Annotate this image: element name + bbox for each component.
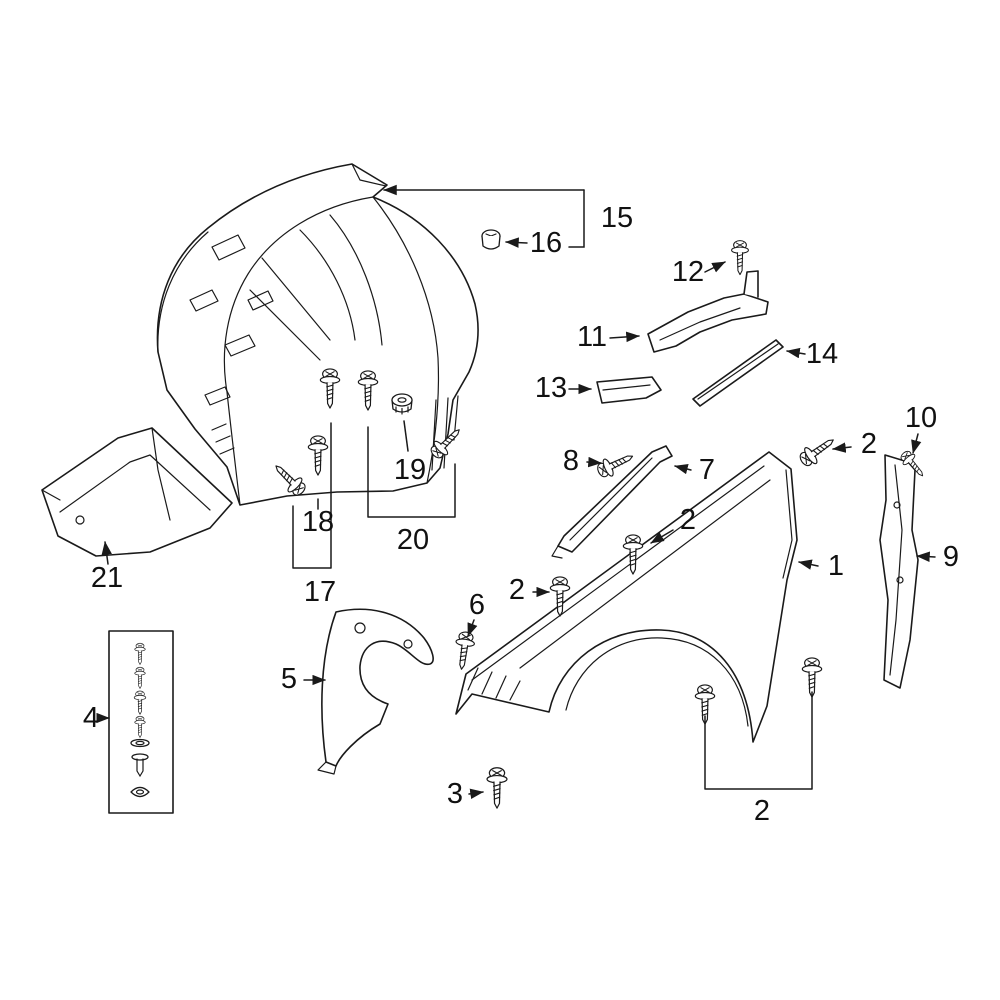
callout-label-7: 7 xyxy=(699,454,715,486)
callout-label-12: 12 xyxy=(672,256,704,288)
callout-label-19: 19 xyxy=(394,454,426,486)
callout-label-9: 9 xyxy=(943,541,959,573)
callout-label-1: 1 xyxy=(828,550,844,582)
callout-lines xyxy=(96,184,936,800)
kit-clip-nut-icon xyxy=(130,786,150,798)
part-support-rail xyxy=(551,445,673,559)
callout-label-5: 5 xyxy=(281,663,297,695)
callout-label-8: 8 xyxy=(563,445,579,477)
part-strip-rail xyxy=(692,339,784,407)
callout-label-4: 4 xyxy=(83,702,99,734)
callout-label-16: 16 xyxy=(530,227,562,259)
part-small-strip xyxy=(596,376,662,404)
part-hardware-kit xyxy=(108,630,174,814)
kit-rivet-icon xyxy=(131,753,149,778)
callout-label-2-bottom: 2 xyxy=(754,795,770,827)
callout-label-15: 15 xyxy=(601,202,633,234)
callout-label-13: 13 xyxy=(535,372,567,404)
callout-label-11: 11 xyxy=(577,321,607,353)
callout-label-2-top: 2 xyxy=(861,428,877,460)
callout-label-3: 3 xyxy=(447,778,463,810)
callout-label-18: 18 xyxy=(302,506,334,538)
callout-label-2-mid: 2 xyxy=(680,504,696,536)
part-upper-bracket xyxy=(647,270,769,353)
part-fender xyxy=(455,451,798,743)
part-front-bracket xyxy=(317,608,434,775)
callout-label-20: 20 xyxy=(397,524,429,556)
callout-label-17: 17 xyxy=(304,576,336,608)
kit-washer-icon xyxy=(130,738,150,748)
callout-label-14: 14 xyxy=(806,338,838,370)
part-lower-shield xyxy=(41,427,233,557)
callout-label-21: 21 xyxy=(91,562,123,594)
cap-nut-icon xyxy=(481,229,501,250)
callout-labels: 1 2 2 2 2 3 4 5 6 7 8 9 10 11 12 13 14 1… xyxy=(83,202,959,827)
part-wheel-house-liner xyxy=(156,163,479,506)
callout-label-6: 6 xyxy=(469,589,485,621)
callout-label-2-left: 2 xyxy=(509,574,525,606)
part-side-bracket xyxy=(879,454,919,689)
callout-label-10: 10 xyxy=(905,402,937,434)
